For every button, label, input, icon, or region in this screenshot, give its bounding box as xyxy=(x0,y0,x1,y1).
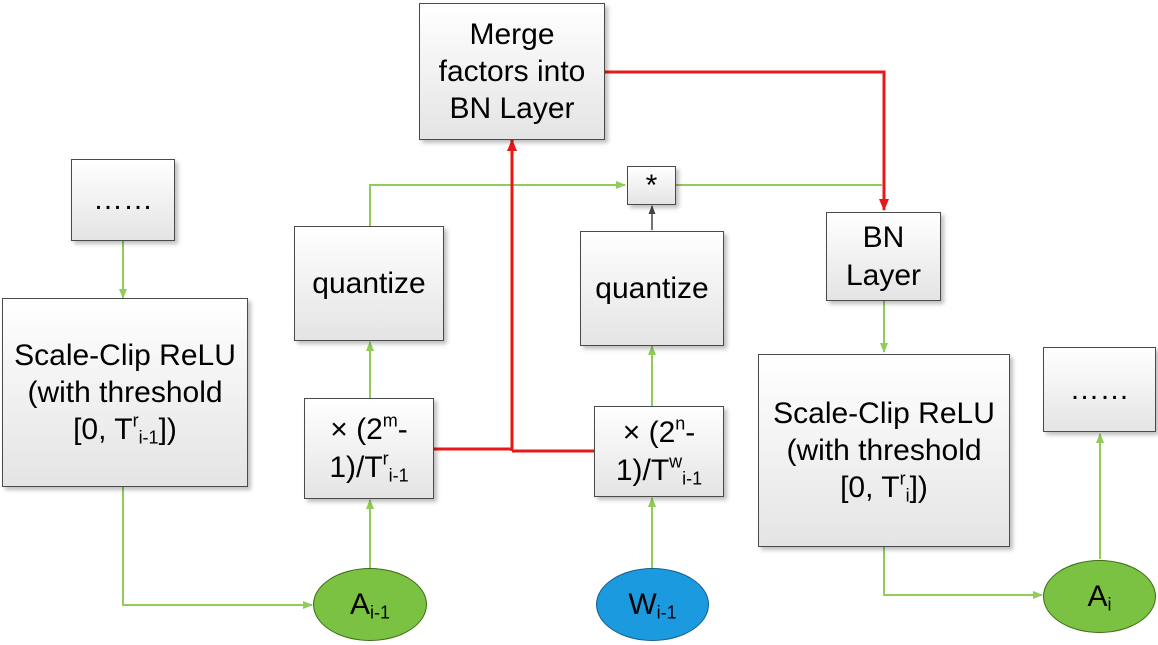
weight-prev-ellipse: Wi-1 xyxy=(596,568,709,641)
merge-line-3: BN Layer xyxy=(449,92,575,126)
activation-current-ellipse: Ai xyxy=(1043,560,1156,633)
quantize-weight-box: quantize xyxy=(580,231,724,346)
relu-left-close: ]) xyxy=(158,413,177,447)
weight-prev-label: Wi-1 xyxy=(628,588,676,622)
relu-right-close: ]) xyxy=(909,471,928,505)
scale-a-line2-sub: i-1 xyxy=(388,465,409,485)
relu-left-line-2: (with threshold xyxy=(27,375,223,409)
arrow-quantize-to-mult xyxy=(369,181,626,226)
scale-clip-relu-left: Scale-Clip ReLU (with threshold [0, Tri-… xyxy=(2,298,248,487)
scale-activation-box: × (2m- 1)/Tri-1 xyxy=(304,398,434,499)
scale-w-sup: n xyxy=(675,413,686,434)
bn-line-1: BN xyxy=(862,221,905,255)
scale-a-post: - xyxy=(397,413,408,447)
scale-a-line-2: 1)/Tri-1 xyxy=(329,449,408,486)
scale-w-line-1: × (2n- xyxy=(616,414,702,451)
quantize-activation-label: quantize xyxy=(312,266,426,300)
scale-w-line2-sup: w xyxy=(669,450,683,471)
scale-a-line2-sup: r xyxy=(382,447,389,468)
relu-right-sub: i xyxy=(905,485,910,506)
weight-prev-base: W xyxy=(628,587,657,621)
scale-w-post: - xyxy=(685,416,696,450)
scale-a-line-1: × (2m- xyxy=(329,411,408,448)
scale-w-line2-sub: i-1 xyxy=(682,468,703,488)
scale-w-pre: × (2 xyxy=(622,416,676,450)
ellipsis-text-right: …… xyxy=(1069,372,1130,406)
quantize-weight-label: quantize xyxy=(595,271,709,305)
scale-clip-relu-right: Scale-Clip ReLU (with threshold [0, Tri]… xyxy=(758,354,1010,547)
multiply-operator: * xyxy=(645,168,658,202)
arrow-relu-to-aprev xyxy=(122,487,313,609)
quantize-activation-box: quantize xyxy=(294,226,444,341)
merge-line-1: Merge xyxy=(469,17,555,51)
ellipsis-box-left: …… xyxy=(71,159,175,241)
activation-prev-sub: i-1 xyxy=(370,602,391,622)
bn-line-2: Layer xyxy=(845,258,922,292)
relu-right-sup: r xyxy=(899,468,906,489)
scale-weight-box: × (2n- 1)/Twi-1 xyxy=(594,406,724,497)
relu-left-sub: i-1 xyxy=(138,427,159,448)
scale-a-sup: m xyxy=(382,410,398,431)
scale-w-line2-pre: 1)/T xyxy=(615,453,670,487)
scale-w-line-2: 1)/Twi-1 xyxy=(616,452,702,489)
relu-right-line-2: (with threshold xyxy=(786,433,982,467)
arrow-relu-to-acur xyxy=(883,547,1043,599)
relu-left-open: [0, T xyxy=(73,413,133,447)
activation-prev-label: Ai-1 xyxy=(350,588,390,622)
ellipsis-text-left: …… xyxy=(93,183,153,217)
bn-layer-box: BN Layer xyxy=(826,212,941,301)
ellipsis-box-right: …… xyxy=(1043,347,1156,432)
merge-factors-box: Merge factors into BN Layer xyxy=(419,3,605,140)
red-arrow-merge-to-bn xyxy=(605,70,889,211)
activation-prev-base: A xyxy=(349,587,370,621)
scale-a-line2-pre: 1)/T xyxy=(329,450,383,484)
relu-right-line-3: [0, Tri]) xyxy=(773,469,995,506)
weight-prev-sub: i-1 xyxy=(656,602,677,622)
relu-right-line-1: Scale-Clip ReLU xyxy=(773,396,995,430)
relu-left-line-1: Scale-Clip ReLU xyxy=(14,338,236,372)
multiply-operator-box: * xyxy=(627,166,676,205)
activation-current-base: A xyxy=(1087,579,1108,613)
relu-left-line-3: [0, Tri-1]) xyxy=(14,411,236,448)
activation-current-label: Ai xyxy=(1087,580,1111,614)
relu-right-open: [0, T xyxy=(840,471,900,505)
relu-left-sup: r xyxy=(132,410,139,431)
activation-prev-ellipse: Ai-1 xyxy=(313,568,427,641)
scale-a-pre: × (2 xyxy=(330,413,383,447)
activation-current-sub: i xyxy=(1107,594,1112,614)
merge-line-2: factors into xyxy=(438,54,586,88)
